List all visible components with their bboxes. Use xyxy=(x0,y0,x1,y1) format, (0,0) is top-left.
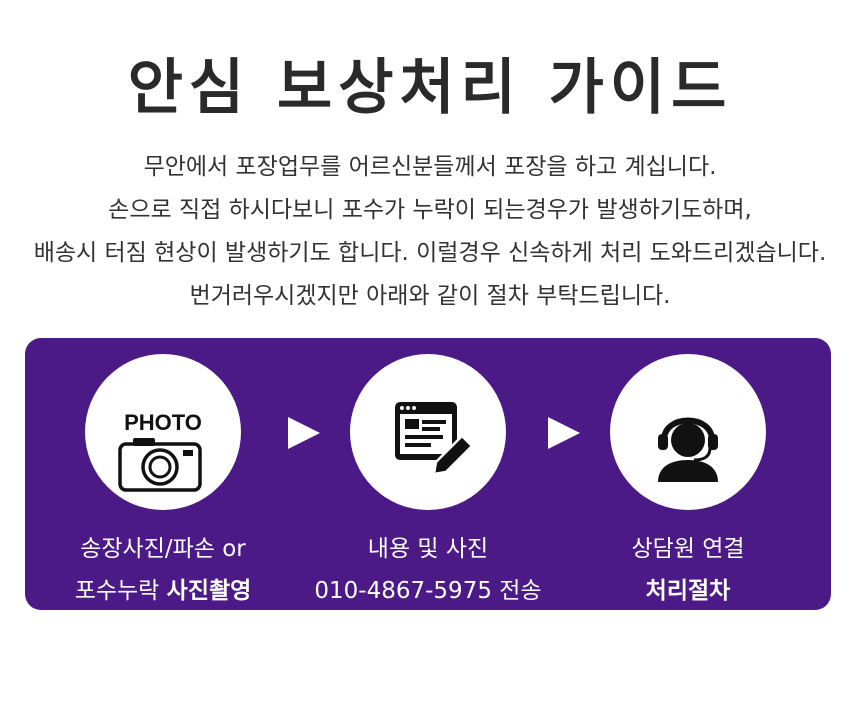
step-caption-line2: 010-4867-5975 전송 xyxy=(298,570,558,612)
step-caption-line1: 상담원 연결 xyxy=(631,536,745,562)
step-circle xyxy=(350,354,506,510)
description-line: 배송시 터짐 현상이 발생하기도 합니다. 이럴경우 신속하게 처리 도와드리겠… xyxy=(33,240,827,266)
caption-bold: 처리절차 xyxy=(645,578,731,604)
arrow-right-icon xyxy=(548,417,580,449)
process-panel: PHOTO 송장사진/파손 or 포수누락 사진촬영 xyxy=(25,338,831,610)
step-circle: PHOTO xyxy=(85,354,241,510)
camera-icon: PHOTO xyxy=(118,410,202,492)
step-caption: 송장사진/파손 or 포수누락 사진촬영 xyxy=(33,528,293,612)
caption-normal: 포수누락 xyxy=(74,578,167,604)
page-title: 안심 보상처리 가이드 xyxy=(127,53,733,123)
caption-normal: 010-4867-5975 전송 xyxy=(314,578,542,604)
photo-icon-label: PHOTO xyxy=(124,410,202,435)
arrow-right-icon xyxy=(288,417,320,449)
step-consult: 상담원 연결 처리절차 xyxy=(558,354,818,612)
headset-agent-icon xyxy=(658,417,718,482)
step-send: 내용 및 사진 010-4867-5975 전송 xyxy=(298,354,558,612)
step-caption: 내용 및 사진 010-4867-5975 전송 xyxy=(298,528,558,612)
step-caption-line1: 내용 및 사진 xyxy=(367,536,489,562)
step-caption: 상담원 연결 처리절차 xyxy=(558,528,818,612)
caption-bold: 사진촬영 xyxy=(166,578,252,604)
document-edit-icon xyxy=(395,402,474,476)
step-photo: PHOTO 송장사진/파손 or 포수누락 사진촬영 xyxy=(33,354,293,612)
description-line: 손으로 직접 하시다보니 포수가 누락이 되는경우가 발생하기도하며, xyxy=(108,197,752,223)
step-caption-line1: 송장사진/파손 or xyxy=(80,536,246,562)
step-circle xyxy=(610,354,766,510)
step-caption-line2: 처리절차 xyxy=(558,570,818,612)
description-line: 번거러우시겠지만 아래와 같이 절차 부탁드립니다. xyxy=(189,283,671,309)
step-caption-line2: 포수누락 사진촬영 xyxy=(33,570,293,612)
description-line: 무안에서 포장업무를 어르신분들께서 포장을 하고 계십니다. xyxy=(143,154,717,180)
description: 무안에서 포장업무를 어르신분들께서 포장을 하고 계십니다. 손으로 직접 하… xyxy=(0,146,860,318)
